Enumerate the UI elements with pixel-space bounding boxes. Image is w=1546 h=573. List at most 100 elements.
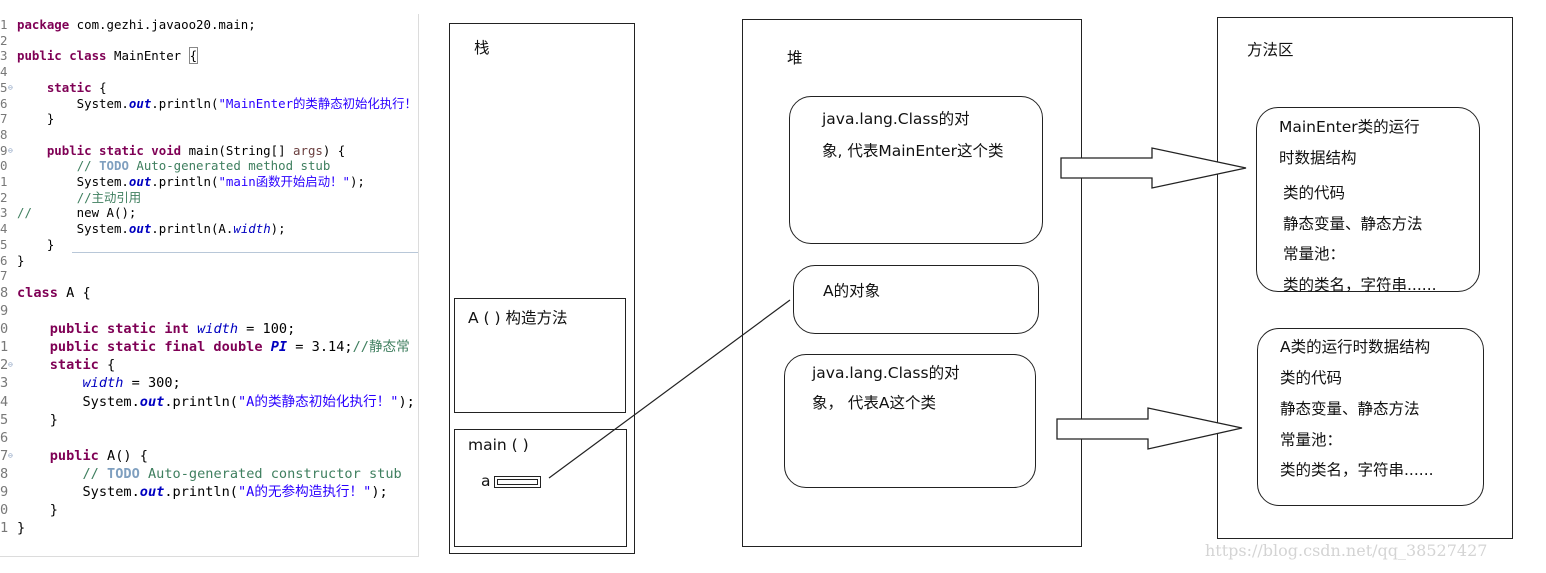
a-struct-line2: 类的代码 bbox=[1280, 369, 1343, 387]
line-number: 9 bbox=[0, 303, 9, 319]
code-token: } bbox=[17, 411, 58, 428]
code-line: 7⊖ public A() { bbox=[0, 447, 148, 465]
code-token: ); bbox=[270, 221, 286, 237]
code-token: width bbox=[197, 321, 238, 338]
code-token: public bbox=[49, 447, 99, 464]
fold-toggle-icon[interactable]: ⊖ bbox=[8, 450, 13, 460]
mainenter-struct-line6: 类的类名，字符串...... bbox=[1283, 276, 1437, 294]
code-line: 9⊖ public static void main(String[] args… bbox=[0, 143, 345, 159]
code-token: "A的类静态初始化执行！" bbox=[238, 393, 399, 410]
code-token: = 300; bbox=[123, 375, 181, 392]
code-token: // bbox=[76, 158, 100, 174]
heap-a-object bbox=[793, 265, 1039, 334]
code-token: System. bbox=[17, 393, 140, 410]
code-token: public class bbox=[17, 48, 107, 64]
code-token: out bbox=[139, 393, 165, 410]
code-token: System. bbox=[17, 95, 129, 111]
code-line: 3 width = 300; bbox=[0, 374, 181, 392]
code-token: out bbox=[128, 221, 152, 237]
line-number: 3 bbox=[0, 205, 8, 221]
line-number: 2 bbox=[0, 357, 9, 374]
code-token: TODO bbox=[107, 465, 140, 482]
code-token: } bbox=[17, 252, 25, 268]
code-token: static bbox=[49, 357, 99, 374]
code-token: "main函数开始启动！" bbox=[218, 174, 350, 189]
code-token: ); bbox=[398, 393, 415, 410]
code-token: //静态常 bbox=[352, 339, 410, 356]
line-number: 4 bbox=[0, 221, 8, 237]
a-struct-line4: 常量池： bbox=[1280, 431, 1343, 449]
code-token: public static int bbox=[49, 321, 189, 338]
code-line: 2 bbox=[0, 33, 17, 49]
line-number: 1 bbox=[0, 339, 9, 356]
line-number: 7 bbox=[0, 111, 8, 127]
code-token: } bbox=[17, 520, 26, 537]
reference-line-a-to-object bbox=[548, 299, 791, 479]
code-token: // bbox=[17, 205, 32, 221]
code-line: 5 } bbox=[0, 411, 58, 429]
code-line: 6 System.out.println("MainEnter的类静态初始化执行… bbox=[0, 95, 418, 112]
stack-frame-constructor bbox=[454, 298, 626, 413]
code-line: 4 System.out.println("A的类静态初始化执行！"); bbox=[0, 393, 415, 411]
local-var-a-label: a bbox=[481, 472, 491, 490]
code-token: System. bbox=[17, 484, 140, 500]
line-number: 2 bbox=[0, 32, 8, 48]
a-struct-line5: 类的类名，字符串...... bbox=[1280, 461, 1434, 479]
code-line: 1} bbox=[0, 519, 25, 537]
fold-toggle-icon[interactable]: ⊖ bbox=[8, 82, 13, 92]
heap-title: 堆 bbox=[787, 49, 803, 67]
fold-toggle-icon[interactable]: ⊖ bbox=[8, 145, 13, 155]
code-token: public static final double bbox=[49, 339, 263, 356]
code-token: A { bbox=[57, 284, 91, 301]
line-number: 5 bbox=[0, 411, 9, 428]
code-token: MainEnter bbox=[106, 48, 189, 64]
code-token: out bbox=[139, 484, 165, 500]
line-number: 3 bbox=[0, 48, 8, 64]
heap-class-object-mainenter bbox=[789, 96, 1043, 244]
line-number: 6 bbox=[0, 429, 9, 446]
code-line: 1 System.out.println("main函数开始启动！"); bbox=[0, 174, 365, 190]
line-number: 1 bbox=[0, 520, 9, 537]
line-number: 8 bbox=[0, 126, 8, 142]
line-number: 6 bbox=[0, 252, 8, 268]
fold-toggle-icon[interactable]: ⊖ bbox=[8, 360, 13, 370]
stack-title: 栈 bbox=[474, 39, 490, 57]
code-token: ) { bbox=[322, 142, 346, 158]
code-token: = 100; bbox=[238, 321, 296, 338]
line-number: 1 bbox=[0, 174, 8, 189]
code-line: 8 bbox=[0, 127, 17, 143]
code-token: { bbox=[98, 357, 116, 374]
heap-class-object-a bbox=[784, 354, 1036, 488]
mainenter-struct-line2: 时数据结构 bbox=[1279, 149, 1357, 167]
code-token: "A的无参构造执行！" bbox=[238, 484, 372, 500]
code-token: System. bbox=[17, 221, 129, 237]
code-token: A() { bbox=[98, 447, 148, 464]
line-number: 4 bbox=[0, 393, 9, 410]
a-struct-line3: 静态变量、静态方法 bbox=[1280, 400, 1420, 418]
line-number: 5 bbox=[0, 236, 8, 252]
code-token: args bbox=[293, 142, 323, 158]
code-token: { bbox=[188, 47, 199, 65]
line-number: 1 bbox=[0, 17, 8, 32]
heap-a-object-label: A的对象 bbox=[823, 282, 881, 300]
code-token: Auto-generated constructor stub bbox=[139, 465, 402, 482]
code-token: out bbox=[128, 174, 152, 189]
code-token: } bbox=[17, 111, 55, 127]
code-line: 4 bbox=[0, 64, 17, 80]
a-struct-line1: A类的运行时数据结构 bbox=[1280, 338, 1431, 356]
code-token: = 3.14; bbox=[287, 339, 353, 356]
code-token: package bbox=[17, 17, 70, 32]
line-number: 9 bbox=[0, 484, 9, 500]
code-token: ); bbox=[349, 174, 365, 189]
heap-class-object-a-line2: 象， 代表A这个类 bbox=[812, 394, 937, 412]
line-number: 0 bbox=[0, 502, 9, 519]
line-number: 3 bbox=[0, 375, 9, 392]
code-line: 2⊖ static { bbox=[0, 356, 115, 374]
stack-frame-constructor-label: A ( ) 构造方法 bbox=[468, 309, 568, 327]
code-line: 3// new A(); bbox=[0, 205, 136, 221]
code-token: width bbox=[233, 221, 271, 237]
code-line: 6} bbox=[0, 253, 24, 269]
line-number: 7 bbox=[0, 447, 9, 464]
